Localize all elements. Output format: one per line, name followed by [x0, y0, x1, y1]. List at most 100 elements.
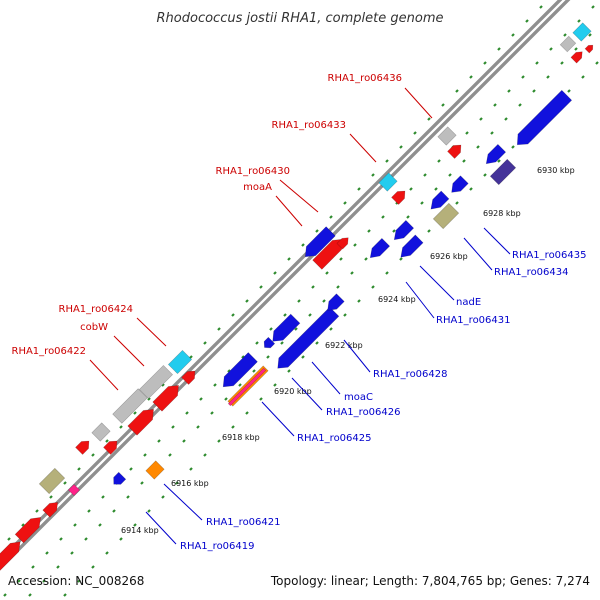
guide-dot: [525, 19, 529, 23]
guide-dot: [385, 159, 389, 163]
reverse-gene: [222, 352, 258, 388]
forward-gene-cyan: [378, 172, 398, 192]
guide-dot: [280, 341, 284, 345]
guide-dot: [77, 467, 81, 471]
guide-dot: [507, 89, 511, 93]
guide-dot: [231, 425, 235, 429]
forward-gene: [42, 501, 59, 518]
guide-dot: [147, 509, 151, 513]
dotted-guides: [3, 5, 599, 597]
reverse-gene: [304, 226, 336, 258]
guide-dot: [161, 383, 165, 387]
guide-dot: [175, 481, 179, 485]
guide-dot: [7, 537, 11, 541]
kbp-tick-label: 6924 kbp: [378, 295, 416, 304]
label-leader-line: [136, 317, 167, 347]
guide-dot: [479, 117, 483, 121]
guide-dot: [147, 397, 151, 401]
guide-dot: [399, 145, 403, 149]
forward-gene-label: RHA1_ro06422: [12, 346, 87, 357]
guide-dot: [119, 537, 123, 541]
reverse-gene-label: RHA1_ro06426: [326, 407, 401, 418]
guide-dot: [476, 145, 480, 149]
guide-dot: [213, 383, 217, 387]
guide-dot: [217, 327, 221, 331]
guide-dot: [17, 579, 21, 583]
guide-dot: [129, 467, 133, 471]
forward-gene-grey: [437, 126, 457, 146]
guide-dot: [91, 565, 95, 569]
guide-dot: [269, 327, 273, 331]
guide-dot: [157, 439, 161, 443]
forward-gene: [570, 51, 583, 64]
guide-dot: [381, 215, 385, 219]
accession-text: Accession: NC_008268: [8, 574, 144, 588]
guide-dot: [588, 33, 592, 37]
guide-dot: [423, 173, 427, 177]
guide-dot: [511, 145, 515, 149]
genome-summary-text: Topology: linear; Length: 7,804,765 bp; …: [270, 574, 590, 588]
guide-dot: [392, 229, 396, 233]
forward-gene: [0, 541, 21, 575]
guide-dot: [322, 299, 326, 303]
forward-gene: [181, 370, 196, 385]
guide-dot: [245, 411, 249, 415]
guide-dot: [105, 439, 109, 443]
guide-dot: [560, 61, 564, 65]
guide-dot: [31, 565, 35, 569]
guide-dot: [385, 271, 389, 275]
guide-dot: [308, 313, 312, 317]
guide-dot: [546, 75, 550, 79]
label-leader-line: [113, 335, 145, 367]
guide-dot: [462, 159, 466, 163]
guide-dot: [21, 523, 25, 527]
guide-dot: [297, 299, 301, 303]
guide-dot: [325, 271, 329, 275]
backbone-line: [0, 0, 563, 562]
guide-dot: [434, 187, 438, 191]
guide-dot: [273, 271, 277, 275]
guide-dot: [101, 495, 105, 499]
forward-gene-khaki: [38, 467, 66, 495]
reverse-gene-label: RHA1_ro06419: [180, 541, 255, 552]
guide-dot: [224, 397, 228, 401]
guide-dot: [336, 285, 340, 289]
guide-dot: [371, 285, 375, 289]
forward-gene-pink: [67, 483, 81, 497]
guide-dot: [504, 117, 508, 121]
guide-dot: [287, 369, 291, 373]
label-leader-line: [483, 227, 511, 255]
label-leader-line: [279, 179, 319, 213]
forward-gene-grey: [559, 35, 577, 53]
guide-dot: [521, 75, 525, 79]
kbp-tick-label: 6922 kbp: [325, 341, 363, 350]
guide-dot: [168, 453, 172, 457]
guide-dot: [231, 313, 235, 317]
forward-gene: [584, 44, 594, 54]
guide-dot: [339, 257, 343, 261]
forward-gene-grey: [112, 388, 148, 424]
guide-dot: [98, 523, 102, 527]
reverse-gene-orange: [145, 460, 165, 480]
guide-dot: [203, 341, 207, 345]
reverse-gene: [485, 143, 507, 165]
guide-dot: [49, 495, 53, 499]
guide-dot: [343, 201, 347, 205]
guide-dot: [77, 579, 81, 583]
guide-dot: [563, 33, 567, 37]
gene-labels: RHA1_ro06436RHA1_ro06433RHA1_ro06430moaA…: [12, 73, 587, 552]
guide-dot: [87, 509, 91, 513]
reverse-gene-label: RHA1_ro06421: [206, 517, 281, 528]
label-leader-line: [275, 195, 303, 227]
guide-dot: [535, 61, 539, 65]
guide-dot: [427, 117, 431, 121]
guide-dot: [119, 425, 123, 429]
guide-dot: [126, 495, 130, 499]
forward-gene-grey: [91, 422, 111, 442]
guide-dot: [42, 579, 46, 583]
guide-dot: [91, 453, 95, 457]
guide-dot: [143, 453, 147, 457]
reverse-gene-label: moaC: [344, 392, 373, 403]
guide-dot: [329, 327, 333, 331]
